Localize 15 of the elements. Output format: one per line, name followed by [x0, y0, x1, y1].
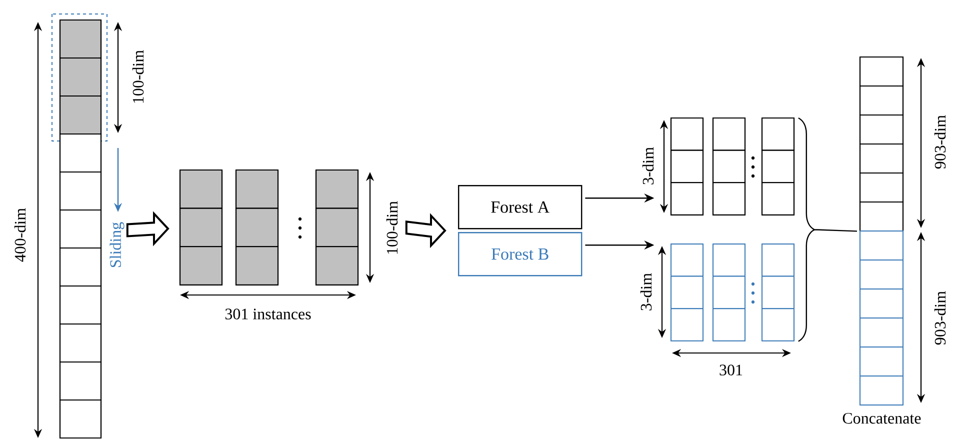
process-box: Forest A	[458, 185, 582, 230]
sliding-window-drawing	[52, 14, 108, 439]
dimension-label: 100-dim	[132, 50, 144, 103]
vector-group	[670, 244, 794, 342]
process-box: Forest B	[458, 232, 582, 276]
hollow-arrow	[405, 213, 446, 248]
dimension-label: 903-dim	[934, 291, 946, 345]
node-label: Concatenate	[842, 412, 921, 424]
vector-column	[859, 56, 904, 406]
vector-group	[670, 117, 795, 216]
dimension-label: 301	[720, 364, 742, 376]
curly-brace	[798, 117, 858, 342]
vector-group	[179, 169, 359, 286]
hollow-arrow	[126, 211, 170, 246]
dimension-label: 100-dim	[386, 201, 398, 254]
